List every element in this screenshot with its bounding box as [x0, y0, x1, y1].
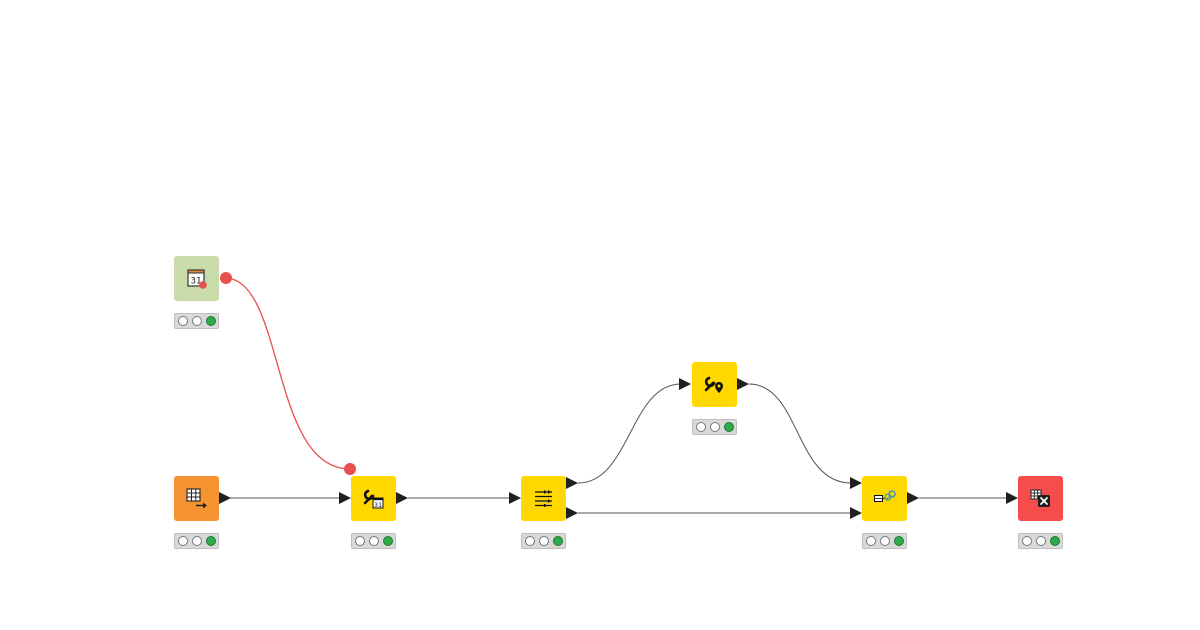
date-time-config-output-port[interactable] [396, 492, 408, 504]
status-light-green [1050, 536, 1060, 546]
excel-writer-node[interactable] [1018, 476, 1063, 521]
geo-manipulator-node[interactable] [692, 362, 737, 407]
wrench-calendar-icon: 31 [363, 489, 384, 509]
date-time-widget-node[interactable]: 31 [174, 256, 219, 301]
flow-variable-input-port[interactable] [344, 463, 356, 475]
excel-writer-input-port[interactable] [1006, 492, 1018, 504]
date-time-widget-status [174, 313, 219, 329]
column-splitter-output-port-top[interactable] [566, 477, 578, 489]
calendar-widget-icon: 31 [187, 269, 207, 289]
status-light-red [355, 536, 365, 546]
table-creator-icon [186, 488, 207, 509]
status-light-green [206, 316, 216, 326]
svg-text:31: 31 [191, 277, 202, 287]
connection-geo-manipulator-to-joiner[interactable] [748, 383, 852, 484]
excel-writer-icon [1030, 489, 1050, 507]
status-light-green [894, 536, 904, 546]
wrench-location-icon [704, 376, 723, 393]
column-splitter-output-port-bottom[interactable] [566, 507, 578, 519]
status-light-green [383, 536, 393, 546]
status-light-yellow [539, 536, 549, 546]
svg-text:31: 31 [374, 501, 382, 509]
joiner-icon [874, 490, 896, 502]
excel-writer-status [1018, 533, 1063, 549]
status-light-green [724, 422, 734, 432]
date-time-configuration-status [351, 533, 396, 549]
column-splitter-node[interactable] [521, 476, 566, 521]
column-splitter-status [521, 533, 566, 549]
status-light-yellow [880, 536, 890, 546]
status-light-red [696, 422, 706, 432]
status-light-yellow [369, 536, 379, 546]
geo-manipulator-output-port[interactable] [737, 378, 749, 390]
status-light-red [1022, 536, 1032, 546]
table-creator-status [174, 533, 219, 549]
joiner-input-port-top[interactable] [850, 477, 862, 489]
status-light-yellow [1036, 536, 1046, 546]
geo-manipulator-input-port[interactable] [679, 378, 691, 390]
geo-manipulator-status [692, 419, 737, 435]
status-light-red [178, 316, 188, 326]
status-light-red [866, 536, 876, 546]
status-light-red [178, 536, 188, 546]
date-time-configuration-node[interactable]: 31 [351, 476, 396, 521]
column-splitter-icon [535, 490, 552, 507]
joiner-output-port[interactable] [907, 492, 919, 504]
joiner-input-port-bottom[interactable] [850, 507, 862, 519]
table-creator-node[interactable] [174, 476, 219, 521]
status-light-red [525, 536, 535, 546]
status-light-yellow [710, 422, 720, 432]
flow-variable-output-port[interactable] [220, 272, 232, 284]
flow-variable-connection[interactable] [224, 277, 351, 470]
status-light-green [206, 536, 216, 546]
status-light-yellow [192, 536, 202, 546]
table-creator-output-port[interactable] [219, 492, 231, 504]
joiner-status [862, 533, 907, 549]
column-splitter-input-port[interactable] [509, 492, 521, 504]
status-light-green [553, 536, 563, 546]
status-light-yellow [192, 316, 202, 326]
date-time-config-input-port[interactable] [339, 492, 351, 504]
joiner-node[interactable] [862, 476, 907, 521]
connection-column-splitter-to-geo-manipulator[interactable] [577, 383, 682, 484]
